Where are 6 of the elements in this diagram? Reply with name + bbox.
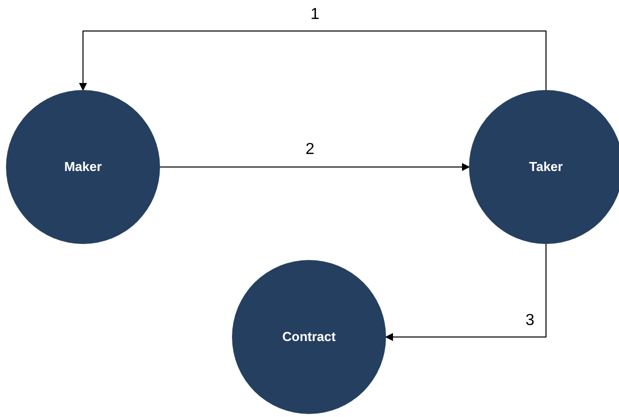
arrow [79, 30, 546, 91]
node-label: Maker [64, 158, 102, 176]
node-label: Taker [529, 158, 563, 176]
arrow [385, 244, 546, 341]
arrow [160, 163, 470, 171]
node-label: Contract [282, 328, 336, 346]
